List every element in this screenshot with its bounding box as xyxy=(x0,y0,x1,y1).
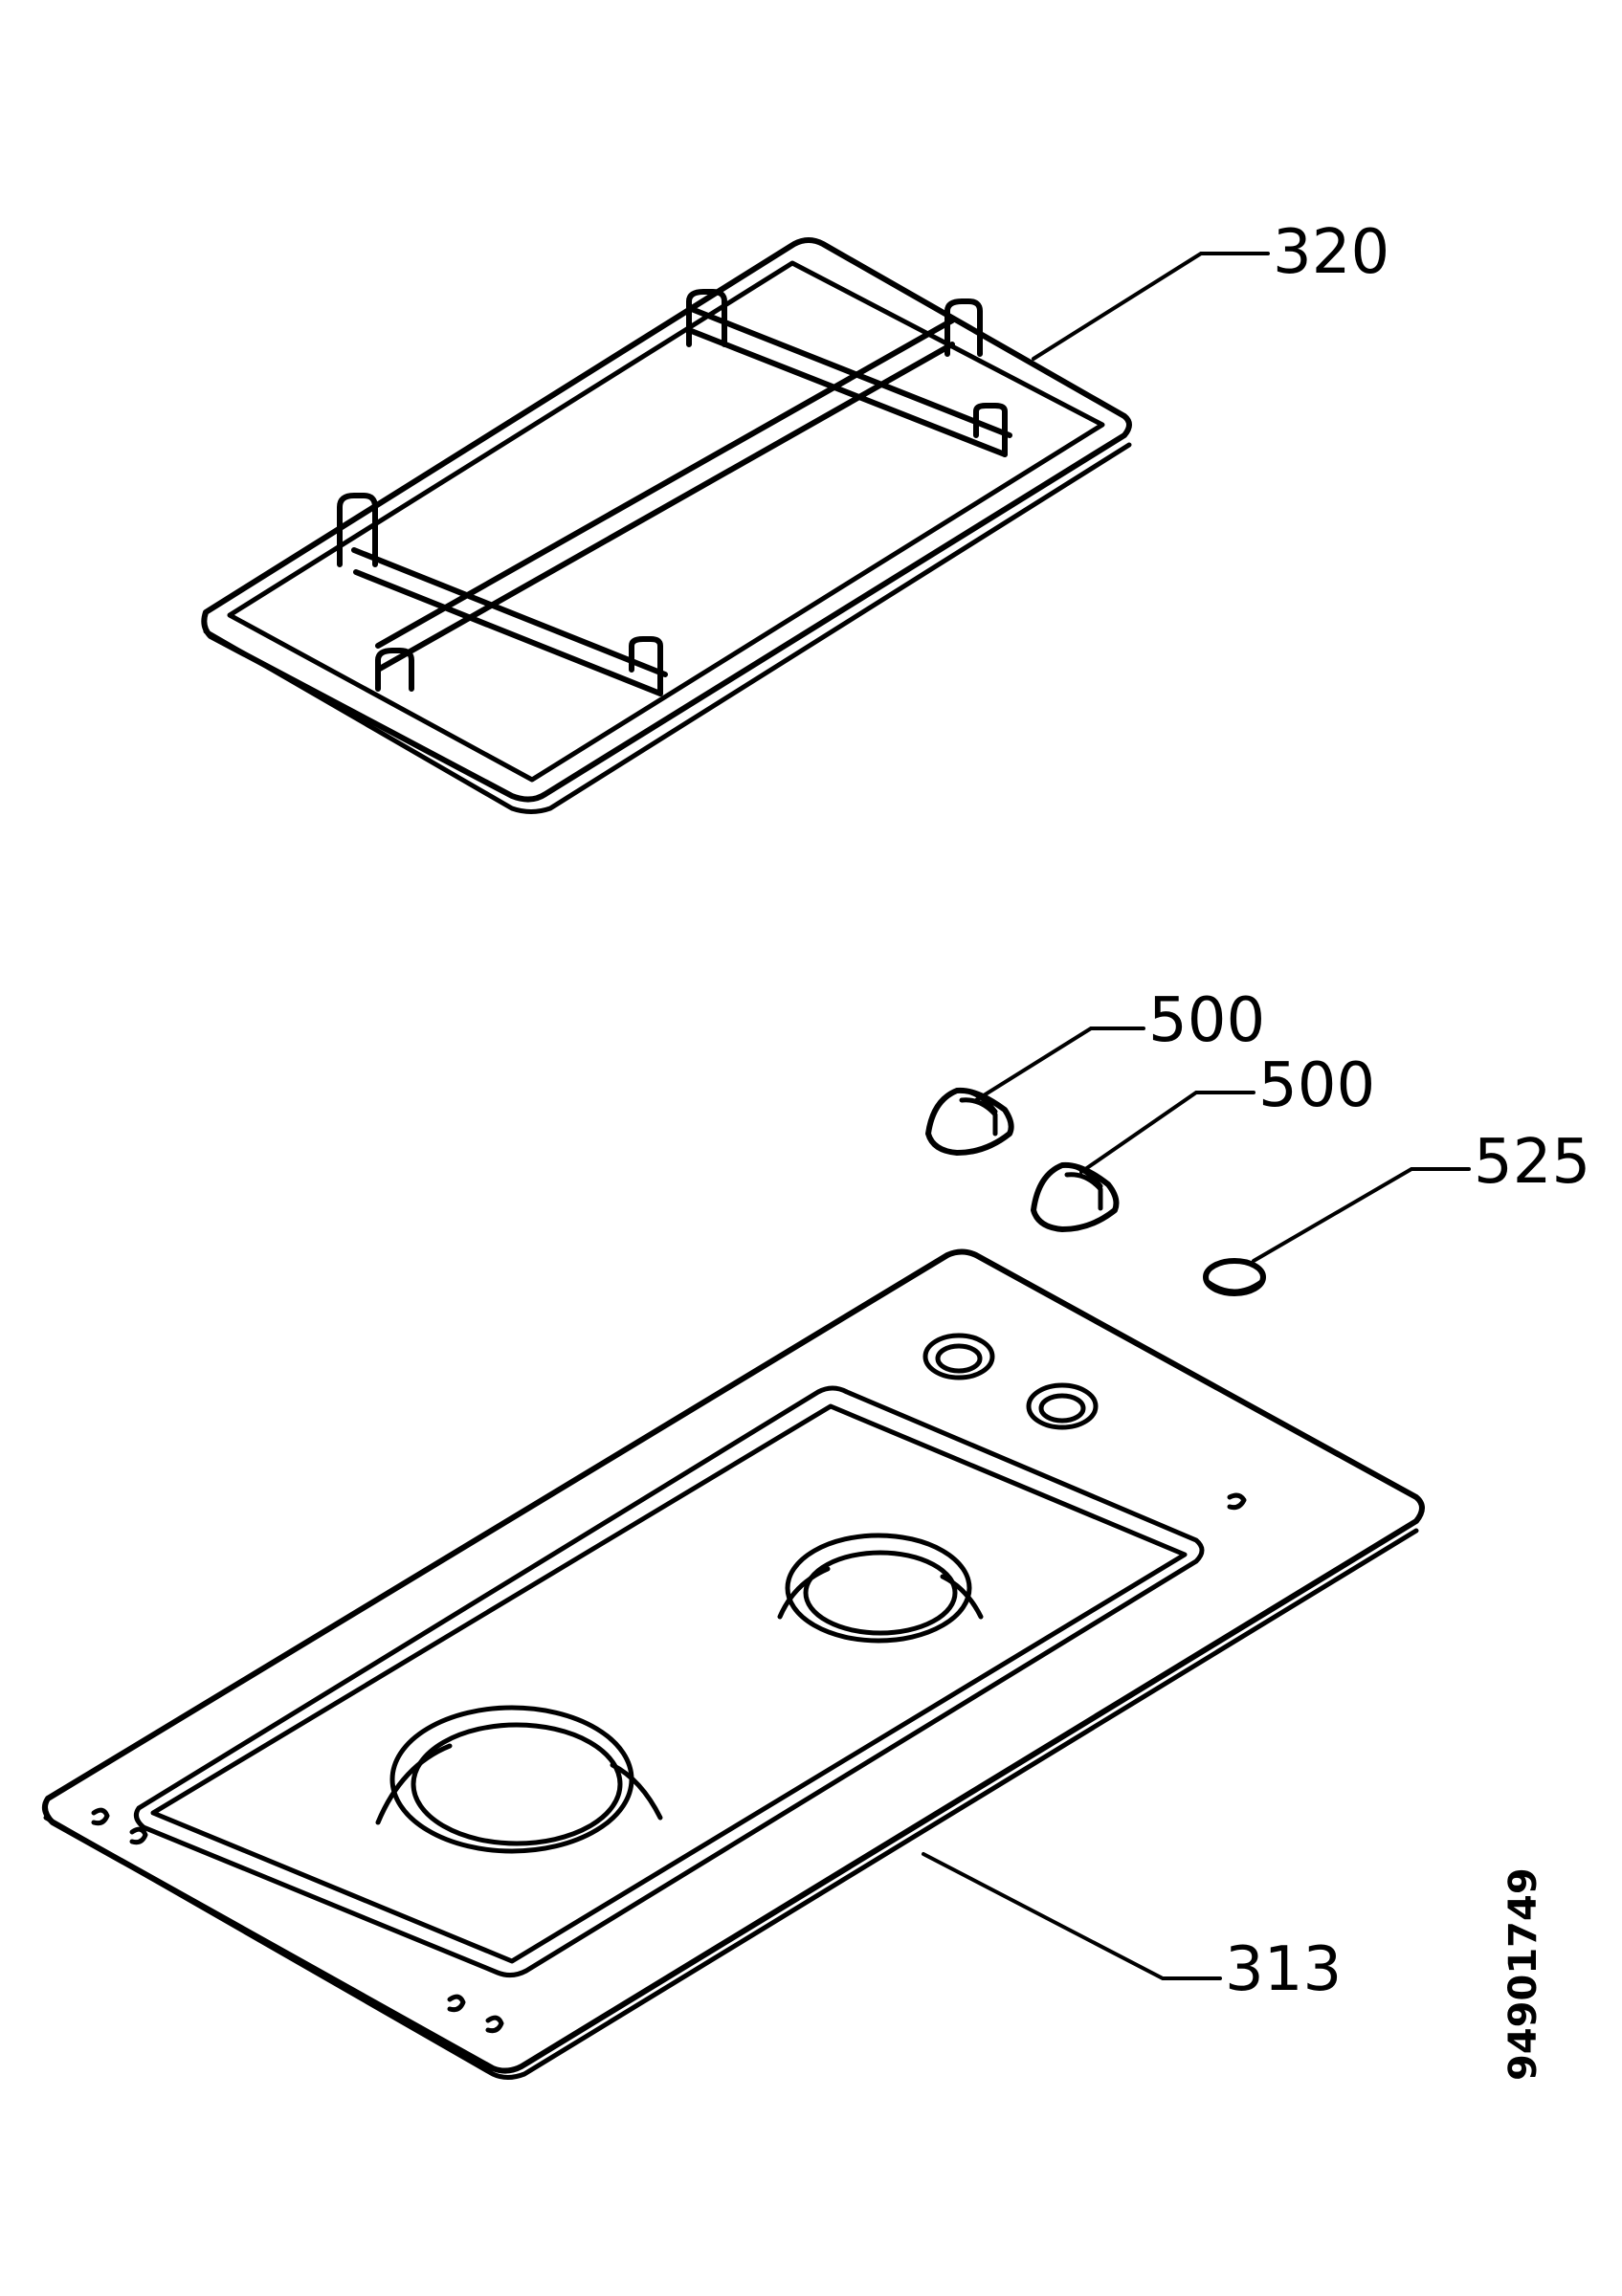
callout-hob-top: 313 xyxy=(1225,1934,1342,2005)
indicator-cap xyxy=(1203,1258,1266,1296)
document-number: 94901749 xyxy=(1501,1867,1545,2081)
callout-indicator: 525 xyxy=(1474,1127,1590,1198)
leader-lines xyxy=(922,252,1471,1980)
callout-knob-left: 500 xyxy=(1148,985,1265,1056)
pan-support-grate xyxy=(201,237,1132,814)
control-knob-right xyxy=(1031,1161,1120,1232)
callout-knob-right: 500 xyxy=(1258,1050,1375,1121)
control-knob-left xyxy=(925,1087,1014,1156)
hob-top-plate xyxy=(41,1248,1425,2080)
callout-grate: 320 xyxy=(1273,217,1389,288)
